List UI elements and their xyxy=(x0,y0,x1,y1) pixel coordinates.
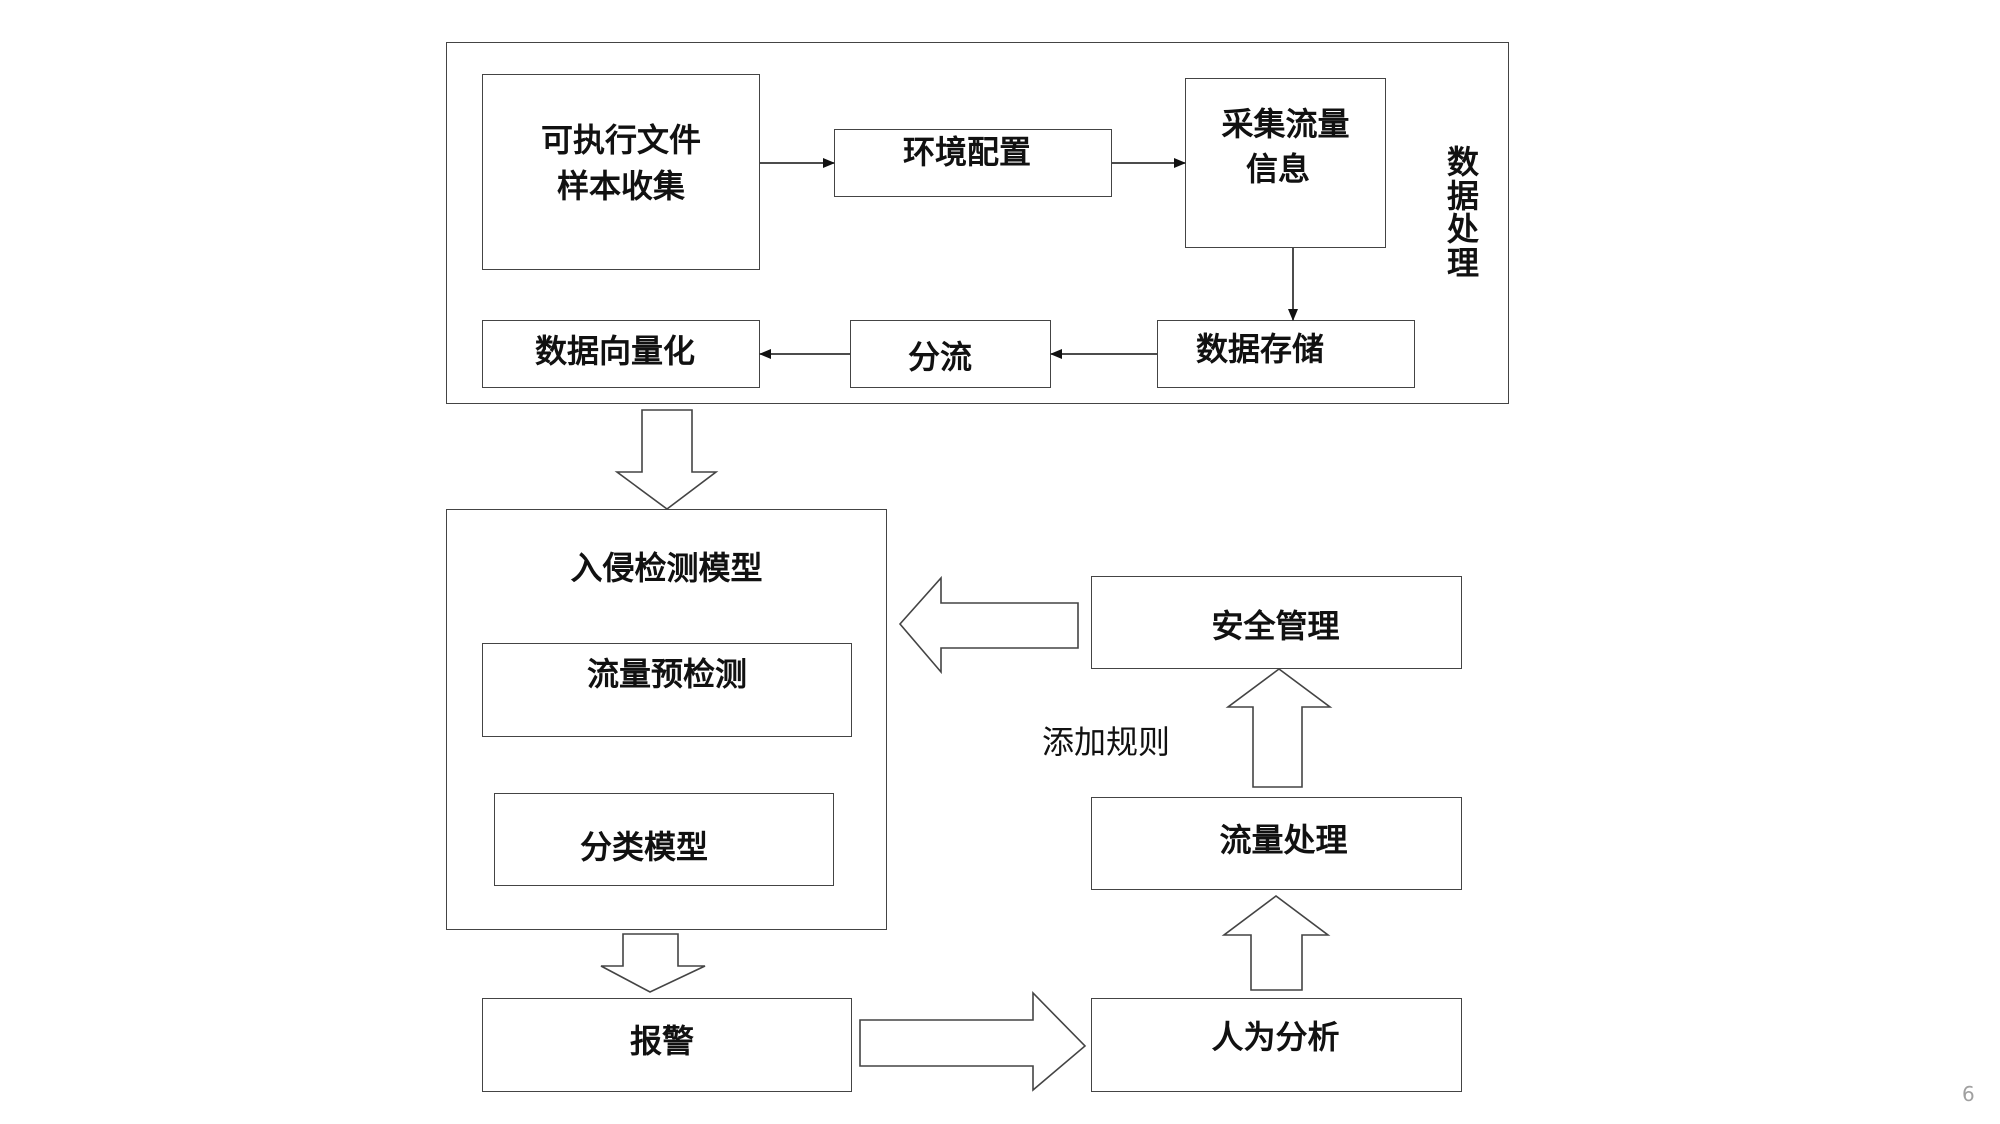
block-arrow-processing-to-security xyxy=(1225,668,1333,788)
block-arrow-security-to-model xyxy=(898,575,1079,675)
block-arrow-analysis-to-processing xyxy=(1221,895,1331,991)
sample-collection-label-line1: 可执行文件 xyxy=(540,121,701,159)
pre-detect-box xyxy=(482,643,852,737)
sample-collection-label-line2: 样本收集 xyxy=(556,167,685,205)
collect-traffic-label-line1: 采集流量 xyxy=(1221,105,1350,143)
security-management-label: 安全管理 xyxy=(1211,607,1340,645)
security-management-box xyxy=(1091,576,1462,669)
vectorize-label: 数据向量化 xyxy=(534,332,695,370)
classifier-label: 分类模型 xyxy=(579,828,708,866)
collect-traffic-box xyxy=(1185,78,1386,248)
shunt-box xyxy=(850,320,1051,388)
pre-detect-label: 流量预检测 xyxy=(586,655,747,693)
env-config-label: 环境配置 xyxy=(902,133,1031,171)
traffic-processing-label: 流量处理 xyxy=(1219,821,1348,859)
classifier-box xyxy=(494,793,834,886)
manual-analysis-label: 人为分析 xyxy=(1211,1018,1340,1056)
add-rules-label: 添加规则 xyxy=(1042,723,1171,761)
data-storage-label: 数据存储 xyxy=(1195,330,1324,368)
manual-analysis-box xyxy=(1091,998,1462,1092)
traffic-processing-box xyxy=(1091,797,1462,890)
env-config-box xyxy=(834,129,1112,197)
block-arrow-alarm-to-analysis xyxy=(859,991,1087,1092)
shunt-label: 分流 xyxy=(907,338,972,376)
sample-collection-box xyxy=(482,74,760,270)
alarm-box xyxy=(482,998,852,1092)
data-storage-box xyxy=(1157,320,1415,388)
collect-traffic-label-line2: 信息 xyxy=(1245,150,1310,188)
block-arrow-model-to-alarm xyxy=(600,933,706,993)
vectorize-box xyxy=(482,320,760,388)
block-arrow-data-to-model xyxy=(614,409,719,510)
alarm-label: 报警 xyxy=(629,1022,694,1060)
ids-model-title: 入侵检测模型 xyxy=(570,549,763,587)
data-processing-side-label: 数据处理 xyxy=(1447,143,1480,282)
page-number: 6 xyxy=(1962,1082,1975,1106)
